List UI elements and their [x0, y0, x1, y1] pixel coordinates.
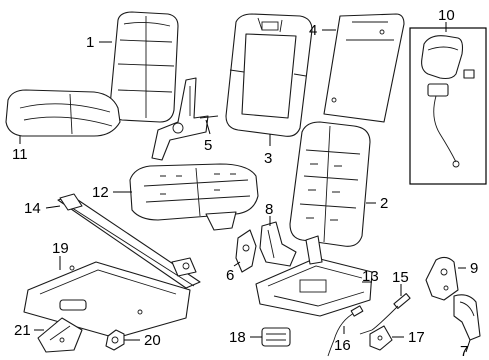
callout-3: 3: [264, 150, 272, 167]
cushion-cover-part[interactable]: [5, 89, 121, 137]
callout-6: 6: [226, 267, 234, 284]
callout-5: 5: [204, 137, 212, 154]
callout-9: 9: [470, 260, 478, 277]
callout-2: 2: [380, 195, 388, 212]
inset-frame: [409, 27, 487, 185]
release-cable-part[interactable]: [359, 293, 411, 335]
callout-16: 16: [334, 337, 351, 354]
back-panel-part[interactable]: [323, 13, 405, 123]
callout-14: 14: [24, 200, 41, 217]
leader-14: [45, 205, 61, 209]
callout-12: 12: [92, 184, 109, 201]
head-restraint-part[interactable]: [421, 35, 475, 168]
callout-17: 17: [408, 329, 425, 346]
seatback-frame-part[interactable]: [225, 13, 313, 137]
side-cover-9-part[interactable]: [425, 256, 459, 301]
floor-tray-part[interactable]: [23, 261, 191, 339]
trim-cover-7-part[interactable]: [453, 294, 481, 341]
callout-13: 13: [362, 268, 379, 285]
recliner-bracket-part[interactable]: [151, 77, 219, 161]
leader-5: [205, 119, 211, 135]
callout-8: 8: [265, 201, 273, 218]
callout-18: 18: [229, 329, 246, 346]
cable-end-16-part[interactable]: [327, 305, 364, 357]
callout-21: 21: [14, 322, 31, 339]
base-frame-part[interactable]: [255, 235, 373, 317]
callout-20: 20: [144, 332, 161, 349]
callout-11: 11: [12, 146, 28, 163]
seat-track-part[interactable]: [57, 193, 201, 289]
leader-6: [233, 261, 241, 267]
callout-4: 4: [309, 22, 317, 39]
handle-18-part[interactable]: [261, 327, 291, 347]
cushion-foam-part[interactable]: [129, 163, 259, 231]
bracket-6-part[interactable]: [235, 229, 257, 273]
leader-7: [465, 339, 471, 353]
callout-1: 1: [86, 34, 94, 51]
bracket-8-part[interactable]: [259, 221, 297, 267]
callout-10: 10: [438, 7, 455, 24]
seatback-cover-part[interactable]: [109, 11, 179, 123]
clip-17-part[interactable]: [369, 325, 393, 351]
callout-7: 7: [460, 343, 468, 360]
callout-15: 15: [392, 269, 409, 286]
latch-bracket-21-part[interactable]: [37, 317, 83, 353]
callout-19: 19: [52, 240, 69, 257]
seatback-assembly-part[interactable]: [289, 121, 371, 247]
bolt-20-part[interactable]: [105, 329, 125, 351]
